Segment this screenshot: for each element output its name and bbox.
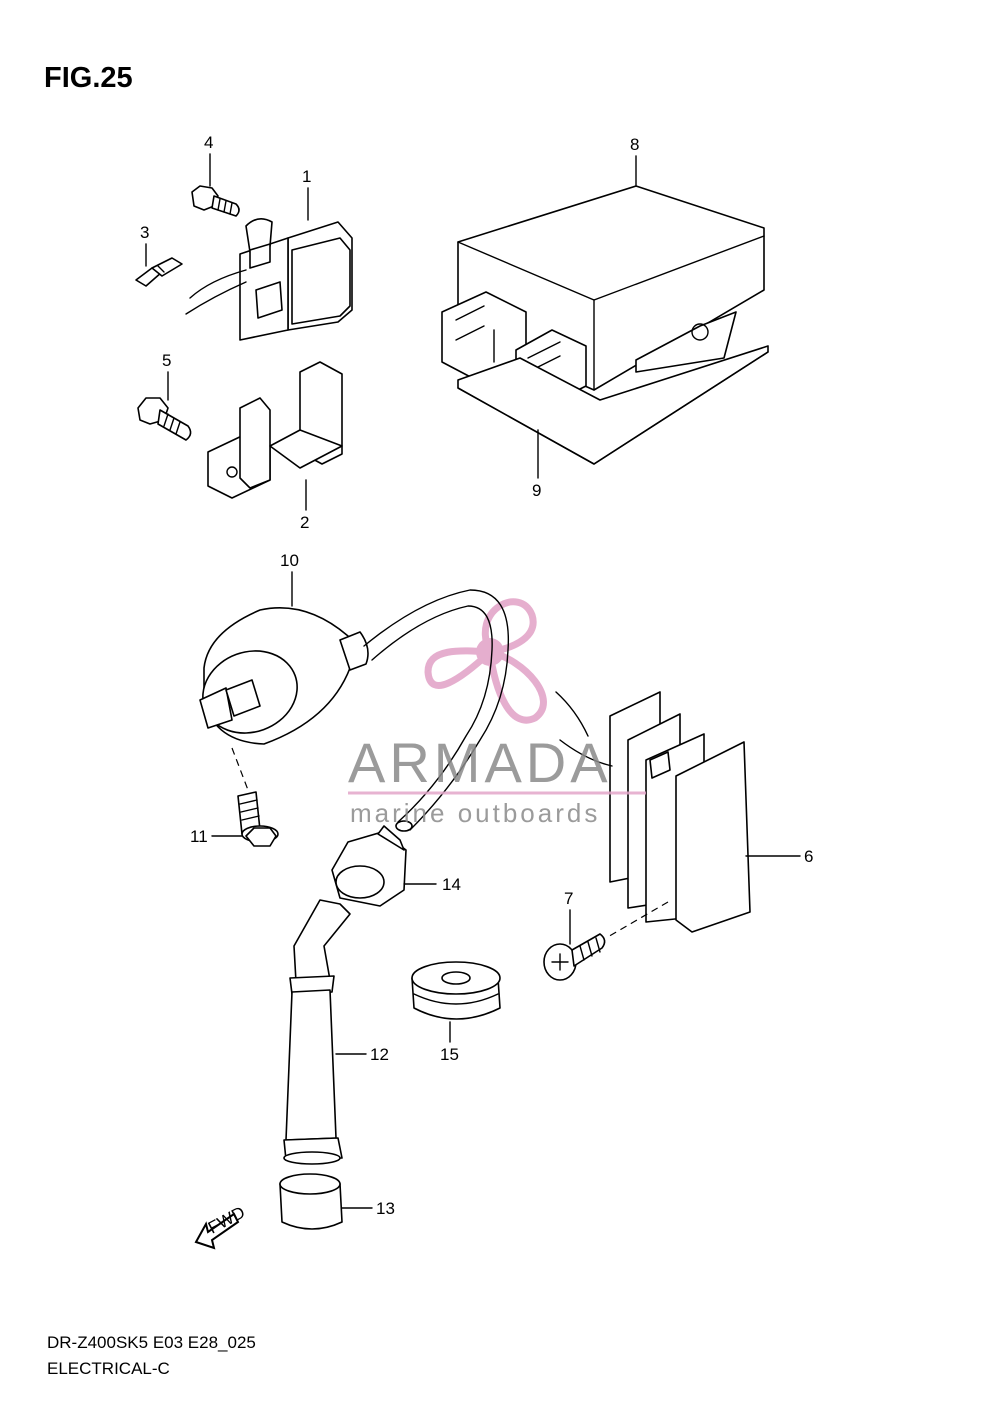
fwd-arrow-icon: FWD	[194, 1203, 248, 1250]
callout-1: 1	[302, 167, 311, 186]
part-4-bolt[interactable]	[191, 185, 240, 217]
watermark-brand: ARMADA	[348, 731, 612, 794]
part-1-relay[interactable]	[185, 218, 353, 341]
watermark-tagline: marine outboards	[350, 798, 600, 828]
part-2-bracket[interactable]	[207, 361, 343, 499]
callout-6: 6	[804, 847, 813, 866]
callout-14: 14	[442, 875, 461, 894]
callout-4: 4	[204, 133, 213, 152]
part-6-regulator[interactable]	[555, 691, 751, 933]
callout-11: 11	[190, 827, 208, 846]
leader-dashed-11	[231, 747, 249, 791]
callout-15: 15	[440, 1045, 459, 1064]
callout-labels: 1 2 3 4 5 6 7 8 9 10 11 12 13 14 15	[140, 133, 813, 1218]
part-3-terminal[interactable]	[135, 257, 183, 287]
part-9-pad[interactable]	[457, 345, 769, 465]
part-11-bolt[interactable]	[237, 791, 279, 847]
callout-9: 9	[532, 481, 541, 500]
part-13-rubber-cap[interactable]	[279, 1173, 343, 1230]
part-12-plug-cap[interactable]	[283, 899, 351, 1165]
callout-2: 2	[300, 513, 309, 532]
callout-3: 3	[140, 223, 149, 242]
fwd-label: FWD	[205, 1203, 248, 1238]
watermark-logo	[424, 598, 547, 724]
part-14-cap[interactable]	[331, 825, 407, 907]
part-15-grommet[interactable]	[411, 961, 501, 1020]
callout-13: 13	[376, 1199, 395, 1218]
footer-section: ELECTRICAL-C	[47, 1359, 170, 1378]
part-7-screw[interactable]	[543, 933, 606, 981]
callout-5: 5	[162, 351, 171, 370]
callout-10: 10	[280, 551, 299, 570]
callout-7: 7	[564, 889, 573, 908]
watermark-text: ARMADA marine outboards	[348, 731, 646, 828]
part-10-ignition-coil[interactable]	[191, 589, 510, 832]
callout-12: 12	[370, 1045, 389, 1064]
leader-lines	[145, 153, 801, 1209]
footer-model-code: DR-Z400SK5 E03 E28_025	[47, 1333, 256, 1352]
figure-title: FIG.25	[44, 62, 133, 94]
part-5-bolt[interactable]	[137, 397, 192, 441]
callout-8: 8	[630, 135, 639, 154]
